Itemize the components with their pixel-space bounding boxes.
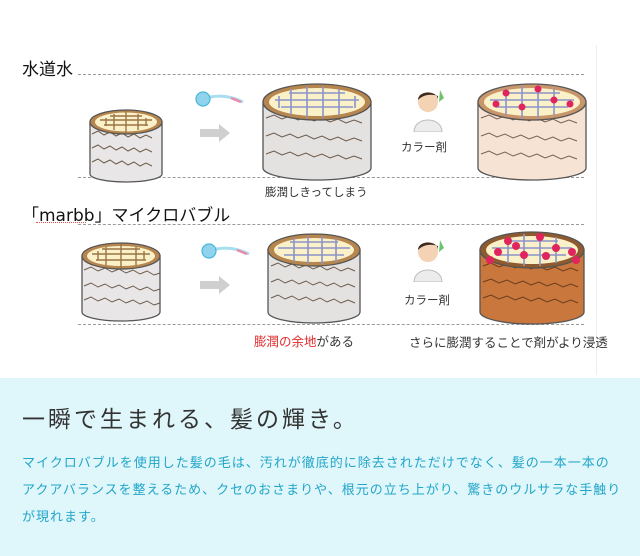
caption-rest: がある (316, 334, 355, 349)
shower-icon (201, 243, 250, 259)
intro-panel (0, 378, 640, 556)
caption-color-agent: カラー剤 (404, 293, 450, 307)
arrow-right-icon (200, 276, 230, 294)
caption-swollen-fully: 膨潤しきってしまう (265, 185, 368, 199)
hair-cross-section-dyed-pale (477, 83, 587, 181)
hair-cross-section-moderate (267, 233, 361, 324)
hair-cross-section-dyed-deep (479, 231, 585, 325)
shower-icon (195, 91, 244, 107)
person-icon (413, 240, 444, 282)
divider-vertical (596, 45, 597, 375)
caption-deeper-penetration: さらに膨潤することで剤がより浸透 (409, 335, 608, 350)
person-icon (413, 90, 444, 132)
hair-diagram: 水道水 膨潤しきってしまう カラー剤 (22, 45, 608, 375)
headline: 一瞬で生まれる、髪の輝き。 (22, 407, 359, 433)
row-title-microbubble: 「marbb」マイクロバブル (22, 201, 230, 226)
dashed-rule (78, 324, 584, 325)
spellcheck-underline (36, 222, 86, 223)
title-suffix: 」マイクロバブル (94, 206, 231, 226)
dashed-rule (78, 224, 584, 225)
highlight-text: 膨潤の余地 (254, 334, 317, 349)
brand-name: marbb (39, 206, 95, 226)
hair-cross-section-small (81, 242, 161, 322)
dashed-rule (78, 74, 584, 75)
hair-cross-section-small (89, 109, 163, 183)
body-paragraph: マイクロバブルを使用した髪の毛は、汚れが徹底的に除去されただけでなく、髪の一本一… (22, 456, 622, 525)
title-open-bracket: 「 (22, 206, 39, 226)
hair-cross-section-swollen (262, 83, 372, 181)
row-title-tap-water: 水道水 (22, 60, 73, 80)
arrow-right-icon (200, 124, 230, 142)
caption-color-agent: カラー剤 (401, 140, 447, 154)
caption-room-to-swell: 膨潤の余地がある (254, 331, 354, 350)
